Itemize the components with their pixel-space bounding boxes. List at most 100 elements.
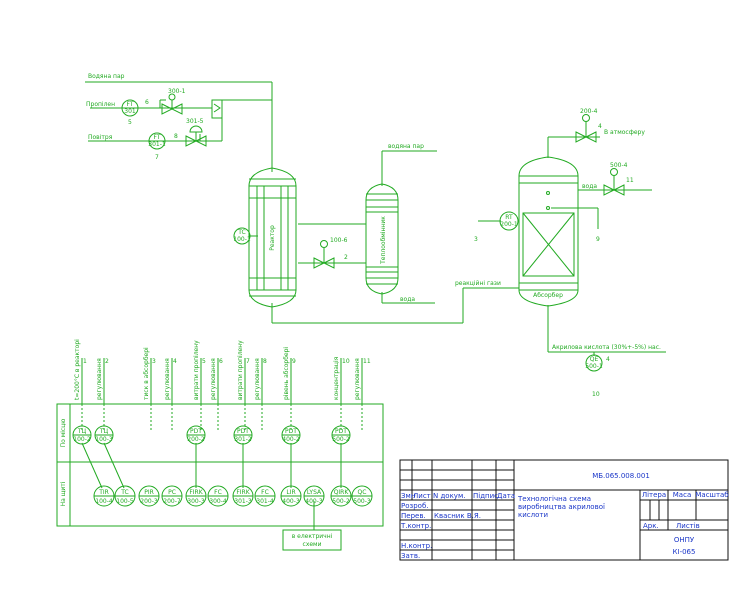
- tag-301-5: 301-5: [186, 118, 204, 125]
- svg-text:500-1: 500-1: [585, 363, 603, 370]
- valves: [161, 93, 625, 269]
- panel-instrument: TC 100-5: [114, 485, 136, 507]
- column-label: регулювання: [210, 358, 217, 400]
- loop-number-5: 5: [128, 119, 132, 126]
- svg-text:100-5: 100-5: [116, 498, 134, 505]
- electric-circuit-box: [282, 529, 342, 551]
- title-block: МБ.065.008.001 Технологічна схема виробн…: [399, 459, 729, 561]
- svg-text:500-2: 500-2: [332, 436, 350, 443]
- flow-water2-label: вода: [400, 296, 415, 303]
- loop-number-8: 8: [174, 133, 178, 140]
- svg-text:PDT: PDT: [237, 428, 249, 435]
- loop-number-11: 11: [626, 177, 634, 184]
- svg-text:TIR: TIR: [98, 489, 109, 496]
- flow-reaction-gases-label: реакційні гази: [455, 280, 501, 287]
- column-number: 10: [342, 358, 350, 365]
- svg-text:200-3: 200-3: [140, 498, 158, 505]
- header-pidpys: Підпис: [473, 492, 498, 500]
- instrument-ft-301: FT 301: [121, 99, 139, 117]
- tag-300-1: 300-1: [168, 88, 186, 95]
- svg-text:TC: TC: [120, 489, 129, 496]
- svg-text:100-4: 100-4: [95, 498, 113, 505]
- loop-number-2: 2: [344, 254, 348, 261]
- svg-text:TC: TC: [237, 229, 246, 236]
- flow-steam-label: Водяна пар: [88, 73, 125, 80]
- absorber: Абсорбер: [518, 156, 579, 307]
- svg-text:QC: QC: [358, 489, 367, 496]
- svg-text:FIRK: FIRK: [189, 489, 203, 496]
- tag-500-4: 500-4: [610, 162, 628, 169]
- column-number: 1: [83, 358, 87, 365]
- electric-circuit-label-1: в електричні: [292, 533, 333, 540]
- absorber-label: Абсорбер: [533, 292, 563, 299]
- mixer-arrow-icon: [213, 103, 221, 113]
- instrument-qe-500-1: QE 500-1: [585, 354, 603, 372]
- panel-instrument: LIR 400-3: [280, 485, 302, 507]
- control-valve-200-4: [575, 114, 597, 143]
- svg-text:PDT: PDT: [190, 428, 202, 435]
- column-label: t=200°C в реакторі: [74, 339, 81, 400]
- svg-text:QIRK: QIRK: [334, 489, 350, 496]
- svg-text:LYSA: LYSA: [307, 489, 322, 496]
- drawing-title-2: виробництва акрилової: [518, 503, 605, 511]
- svg-text:FC: FC: [214, 489, 222, 496]
- flow-steam2-label: водяна пар: [388, 143, 424, 150]
- svg-text:LIR: LIR: [286, 489, 295, 496]
- control-valve-301-5: [185, 125, 207, 147]
- drawing-title-3: кислоти: [518, 511, 548, 519]
- svg-text:300-4: 300-4: [209, 498, 227, 505]
- instrument-tc-100-1: TC 100-1: [233, 227, 251, 245]
- svg-text:200-1: 200-1: [500, 221, 518, 228]
- row-tkontr: Т.контр.: [400, 522, 431, 530]
- column-number: 5: [202, 358, 206, 365]
- instrument-ft-301-1: FT 301-1: [148, 132, 166, 150]
- svg-text:FC: FC: [261, 489, 269, 496]
- svg-text:500-2: 500-2: [332, 498, 350, 505]
- label-masa: Маса: [673, 491, 691, 499]
- flow-acid-label: Акрилова кислота (30%+-5%) нас.: [552, 344, 661, 351]
- column-number: 6: [219, 358, 223, 365]
- svg-text:PC: PC: [168, 489, 176, 496]
- column-label: регулювання: [254, 358, 261, 400]
- column-number: 7: [246, 358, 250, 365]
- loop-number-10: 10: [592, 391, 600, 398]
- svg-text:400-2: 400-2: [282, 436, 300, 443]
- label-litera: Літера: [642, 491, 666, 499]
- header-data: Дата: [497, 492, 515, 500]
- reactor: Реактор: [248, 167, 297, 308]
- loop-number-4-qe: 4: [606, 356, 610, 363]
- row-perev-name: Квасник В.Я.: [434, 512, 481, 520]
- svg-text:301-3: 301-3: [234, 498, 252, 505]
- svg-text:100-3: 100-3: [95, 436, 113, 443]
- heat-exchanger: Теплообмінник: [365, 183, 399, 295]
- row-nkontr: Н.контр.: [401, 542, 432, 550]
- side-label-panel: На щиті: [60, 481, 67, 506]
- row-zatv: Затв.: [401, 552, 420, 560]
- column-label: регулювання: [96, 358, 103, 400]
- column-label: регулювання: [354, 358, 361, 400]
- flow-water1-label: вода: [582, 183, 597, 190]
- svg-text:301: 301: [124, 108, 136, 115]
- control-valve-300-1: [161, 93, 183, 115]
- org-group: КІ-065: [673, 548, 696, 556]
- svg-text:200-7: 200-7: [163, 498, 181, 505]
- org-name: ОНПУ: [674, 536, 695, 544]
- tag-100-6: 100-6: [330, 237, 348, 244]
- panel-instrument: TIR 100-4: [93, 485, 115, 507]
- column-number: 2: [105, 358, 109, 365]
- column-number: 9: [292, 358, 296, 365]
- column-label: витрати пропілену: [237, 340, 244, 400]
- label-masshtab: Масштаб: [695, 491, 728, 499]
- svg-text:400-3: 400-3: [282, 498, 300, 505]
- loop-number-3: 3: [474, 236, 478, 243]
- column-number: 3: [152, 358, 156, 365]
- column-number: 11: [363, 358, 371, 365]
- flow-air-label: Повітря: [88, 134, 113, 141]
- column-label: рівень абсорбері: [283, 347, 290, 400]
